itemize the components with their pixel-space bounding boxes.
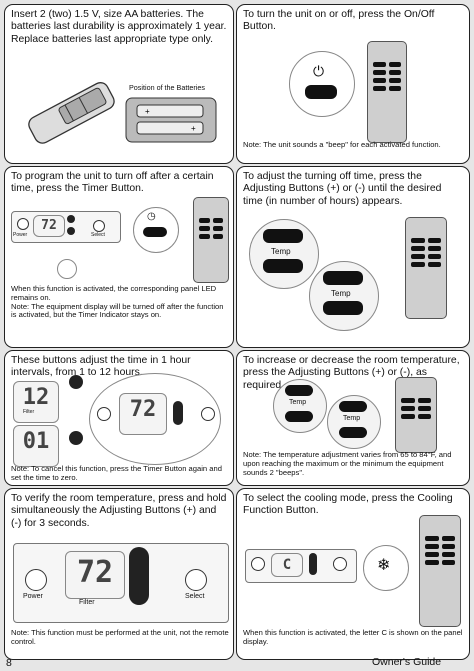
on-off-button[interactable] [305, 85, 337, 99]
cooling-mode-note: When this function is activated, the let… [243, 628, 463, 646]
batteries-instructions: Insert 2 (two) 1.5 V, size AA batteries.… [11, 9, 227, 45]
battery-compartment-illustration: + + [125, 97, 217, 143]
timer-instructions: To program the unit to turn off after a … [11, 171, 214, 195]
panel-cooling-mode: To select the cooling mode, press the Co… [236, 488, 470, 660]
verify-temp-instructions: To verify the room temperature, press an… [11, 493, 227, 529]
snowflake-icon: ❄ [377, 557, 391, 574]
remote-control [367, 41, 407, 143]
panel-display: 72 [119, 393, 167, 435]
clock-icon: ◷ [147, 211, 156, 222]
panel-display: C [271, 553, 303, 577]
power-icon: ⏻ [313, 63, 325, 79]
display-one: 01 [13, 425, 59, 467]
power-button[interactable] [251, 557, 265, 571]
adjust-time-instructions: To adjust the turning off time, press th… [243, 171, 442, 207]
svg-text:+: + [191, 124, 196, 133]
temp-label: Temp [289, 399, 307, 406]
remote-keypad [373, 62, 401, 91]
minus-button[interactable] [263, 259, 303, 273]
panel-timer: To program the unit to turn off after a … [4, 166, 234, 348]
power-label: Power [13, 232, 28, 238]
display-twelve: 12 [13, 381, 59, 423]
battery-position-caption: Position of the Batteries [129, 83, 205, 92]
magnified-circle [289, 51, 355, 117]
select-button[interactable] [93, 220, 105, 232]
plus-button[interactable] [323, 271, 363, 285]
magnified-circle [363, 545, 409, 591]
power-button[interactable] [97, 407, 111, 421]
select-label: Select [185, 593, 205, 600]
up-button[interactable] [69, 375, 83, 389]
plus-button[interactable] [285, 385, 313, 396]
down-button[interactable] [69, 431, 83, 445]
remote-keypad [401, 398, 431, 419]
remote-control [405, 217, 447, 319]
minus-button[interactable] [339, 427, 367, 438]
select-button[interactable] [185, 569, 207, 591]
down-panel-button[interactable] [67, 227, 75, 235]
minus-button[interactable] [323, 301, 363, 315]
remote-control [419, 515, 461, 627]
on-off-instructions: To turn the unit on or off, press the On… [243, 9, 435, 33]
time-intervals-note: Note: To cancel this function, press the… [11, 464, 222, 482]
time-intervals-instructions: These buttons adjust the time in 1 hour … [11, 355, 191, 379]
temp-label: Temp [331, 289, 351, 298]
power-label: Power [23, 593, 43, 600]
remote-keypad [199, 218, 223, 239]
on-off-note: Note: The unit sounds a "beep" for each … [243, 140, 441, 149]
adjust-buttons[interactable] [173, 401, 183, 425]
remote-control [395, 377, 437, 453]
temp-label: Temp [271, 247, 291, 256]
filter-check-label: Filter [23, 409, 35, 415]
cooling-mode-instructions: To select the cooling mode, press the Co… [243, 493, 453, 517]
timer-panel-button[interactable] [67, 215, 75, 223]
power-button[interactable] [25, 569, 47, 591]
panel-verify-temp: To verify the room temperature, press an… [4, 488, 234, 660]
adjust-buttons[interactable] [309, 553, 317, 575]
remote-keypad [425, 536, 455, 565]
adjust-temp-note: Note: The temperature adjustment varies … [243, 450, 452, 477]
plus-button[interactable] [263, 229, 303, 243]
timer-led-circle [57, 259, 77, 279]
remote-keypad [411, 238, 441, 267]
panel-batteries: Insert 2 (two) 1.5 V, size AA batteries.… [4, 4, 234, 164]
panel-display: 72 [65, 551, 125, 599]
select-button[interactable] [201, 407, 215, 421]
filter-check-label: Filter [79, 599, 95, 606]
plus-button[interactable] [339, 401, 367, 412]
verify-temp-note: Note: This function must be performed at… [11, 628, 229, 646]
power-button[interactable] [17, 218, 29, 230]
remote-open-illustration [28, 82, 115, 144]
remote-control [193, 197, 229, 283]
temp-label: Temp [343, 415, 361, 422]
panel-adjust-temp: To increase or decrease the room tempera… [236, 350, 470, 486]
minus-button[interactable] [285, 411, 313, 422]
panel-on-off: To turn the unit on or off, press the On… [236, 4, 470, 164]
timer-button[interactable] [143, 227, 167, 237]
timer-note: When this function is activated, the cor… [11, 284, 224, 320]
adjust-buttons[interactable] [129, 547, 149, 605]
page-number: 8 [6, 657, 12, 669]
footer-label: Owner's Guide [372, 656, 442, 668]
panel-display: 72 [33, 215, 65, 237]
select-label: Select [91, 232, 105, 238]
adjust-temp-instructions: To increase or decrease the room tempera… [243, 355, 460, 391]
panel-time-intervals: These buttons adjust the time in 1 hour … [4, 350, 234, 486]
select-button[interactable] [333, 557, 347, 571]
svg-text:+: + [145, 107, 150, 116]
panel-adjust-time: To adjust the turning off time, press th… [236, 166, 470, 348]
